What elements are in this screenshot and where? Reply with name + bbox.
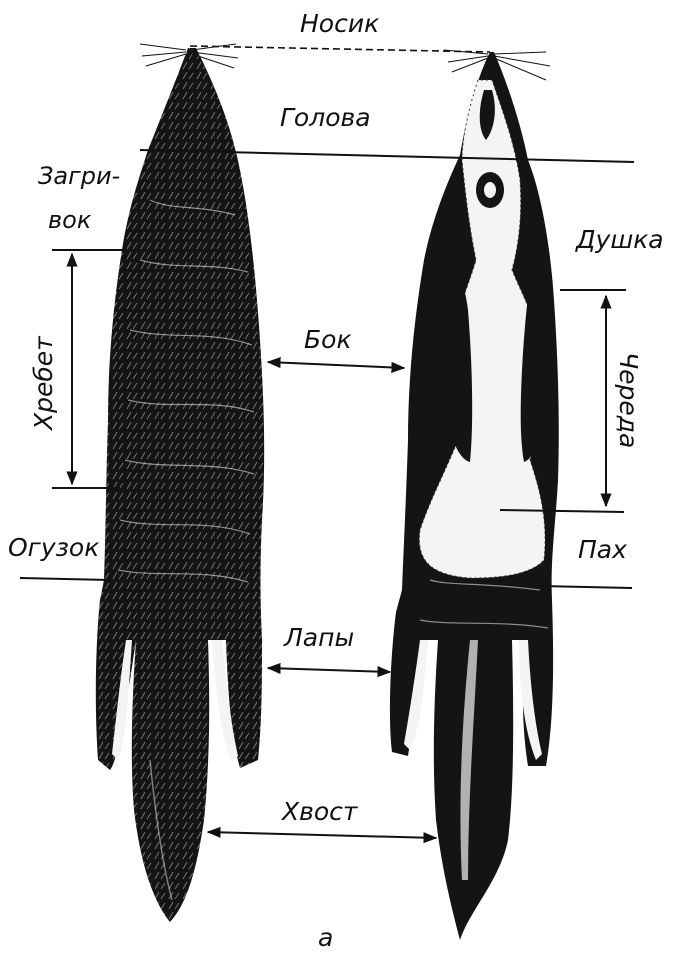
label-groin: Пах [578,535,627,564]
tail-arrow [208,832,436,838]
label-paws: Лапы [283,623,354,652]
label-scruff-1: Загри- [38,162,120,190]
pelt-back-view [96,44,264,922]
paws-arrow [268,668,390,672]
label-scruff-2: вок [48,206,92,234]
label-rump: Огузок [8,533,99,562]
label-side: Бок [304,325,352,354]
label-belly: Череда [614,352,643,448]
groin-line [540,586,632,588]
rump-line [20,578,110,580]
nose-connector [190,46,490,52]
label-tail: Хвост [280,797,359,826]
pelt-belly-view [390,50,559,940]
label-spine: Хребет [29,335,58,432]
side-arrow [268,362,404,368]
figure-caption: a [318,923,333,952]
label-chest: Душка [575,225,664,254]
label-nose: Носик [300,9,379,38]
label-head: Голова [280,103,371,132]
